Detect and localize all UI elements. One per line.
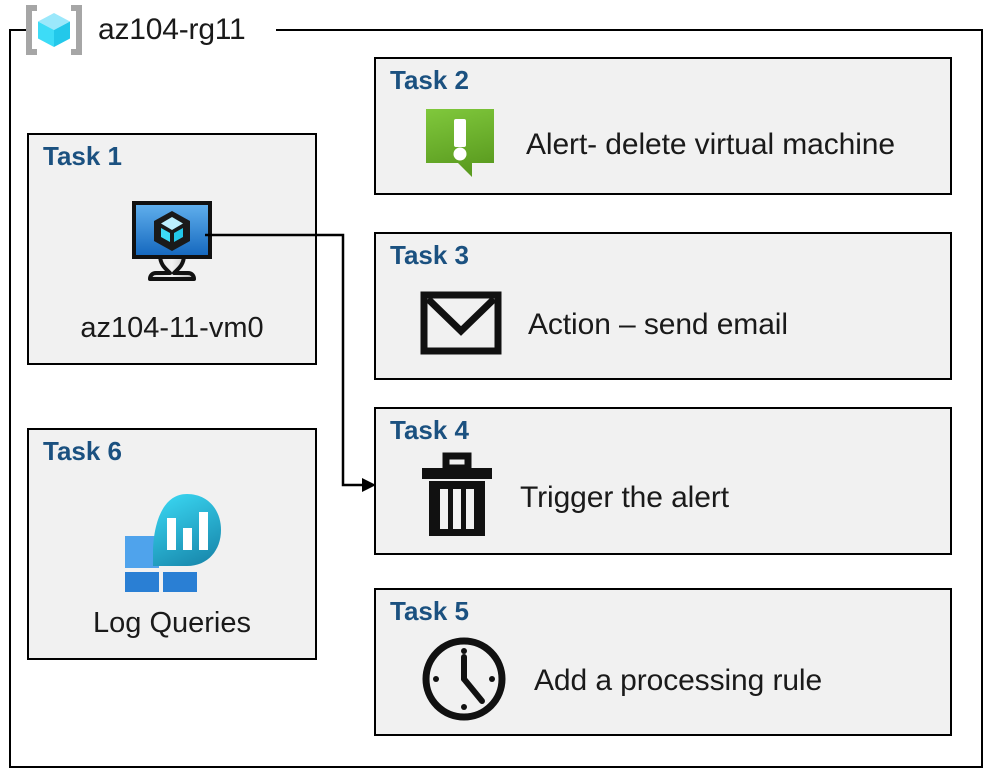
resource-group-cube-icon [24, 4, 84, 56]
clock-icon [420, 635, 508, 728]
frame-top-edge-left [9, 29, 27, 31]
task-1-label: az104-11-vm0 [80, 312, 264, 344]
task-4-label: Trigger the alert [520, 481, 729, 514]
task-card-4[interactable]: Task 4 Trigger the alert [374, 407, 952, 555]
task-5-label: Add a processing rule [534, 664, 823, 697]
log-analytics-icon [113, 488, 223, 604]
task-card-6[interactable]: Task 6 Log Queries [27, 428, 317, 660]
resource-group-container [9, 29, 983, 768]
task-3-title: Task 3 [390, 240, 470, 270]
task-2-title: Task 2 [390, 65, 470, 95]
frame-left-edge [9, 29, 11, 768]
resource-group-name: az104-rg11 [98, 13, 246, 46]
frame-top-edge-right [276, 29, 983, 31]
email-envelope-icon [420, 291, 502, 360]
resource-group-label: az104-rg11 [24, 2, 246, 58]
task-5-title: Task 5 [390, 596, 470, 626]
task-4-title: Task 4 [390, 415, 470, 445]
task-card-5[interactable]: Task 5 Add a processing rule [374, 588, 952, 736]
frame-right-edge [981, 29, 983, 768]
task-6-title: Task 6 [43, 436, 123, 466]
task-3-label: Action – send email [528, 308, 788, 341]
task-2-label: Alert- delete virtual machine [526, 128, 895, 161]
frame-bottom-edge [9, 766, 983, 768]
task-card-1[interactable]: Task 1 az104-1 [27, 133, 317, 365]
task-6-label: Log Queries [93, 607, 251, 639]
virtual-machine-icon [126, 197, 218, 288]
alert-exclamation-icon [420, 103, 500, 188]
task-card-2[interactable]: Task 2 Alert- delete virtual machine [374, 57, 952, 195]
task-1-title: Task 1 [43, 141, 123, 171]
trash-delete-icon [420, 452, 494, 545]
task-card-3[interactable]: Task 3 Action – send email [374, 232, 952, 380]
